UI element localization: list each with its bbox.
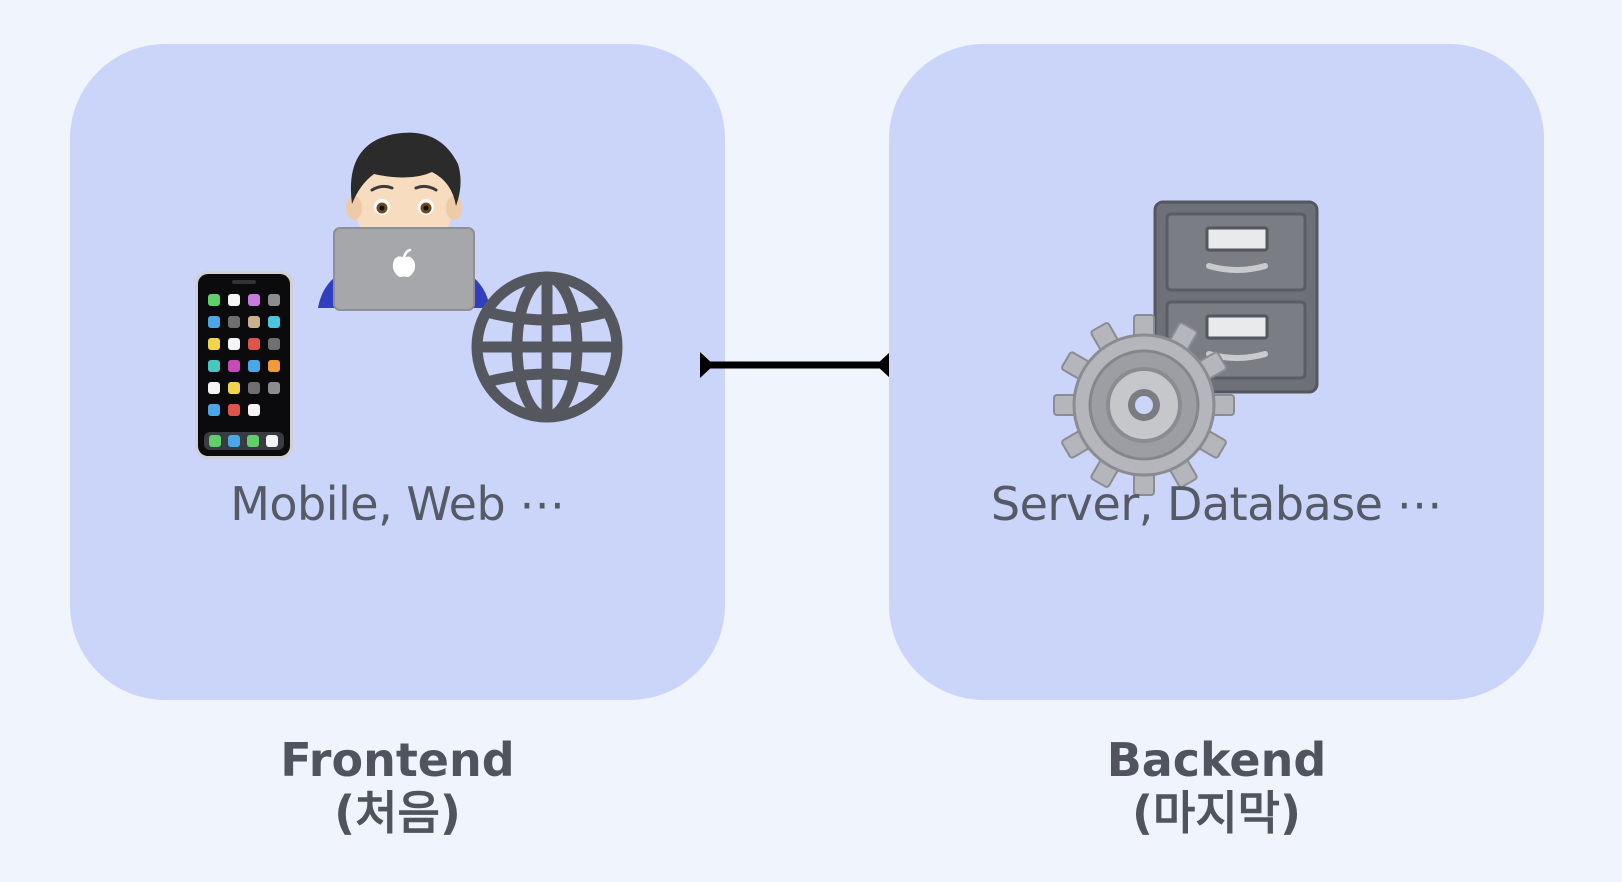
frontend-title: Frontend xyxy=(280,733,515,787)
file-cabinet-icon xyxy=(1153,200,1319,394)
frontend-caption: Frontend (처음) xyxy=(70,734,725,840)
frontend-items-text: Mobile, Web ⋯ xyxy=(230,477,565,531)
backend-panel: Server, Database ⋯ xyxy=(889,44,1544,700)
backend-subtitle: (마지막) xyxy=(1131,786,1301,840)
backend-title: Backend xyxy=(1106,733,1327,787)
backend-items-text: Server, Database ⋯ xyxy=(990,477,1443,531)
gear-icon xyxy=(1053,314,1235,496)
backend-caption: Backend (마지막) xyxy=(889,734,1544,840)
technologist-laptop-icon xyxy=(318,132,490,311)
connector-line xyxy=(700,352,890,378)
frontend-subtitle: (처음) xyxy=(334,786,461,840)
globe-icon xyxy=(471,271,623,423)
smartphone-icon xyxy=(195,271,293,459)
frontend-panel: Mobile, Web ⋯ xyxy=(70,44,725,700)
